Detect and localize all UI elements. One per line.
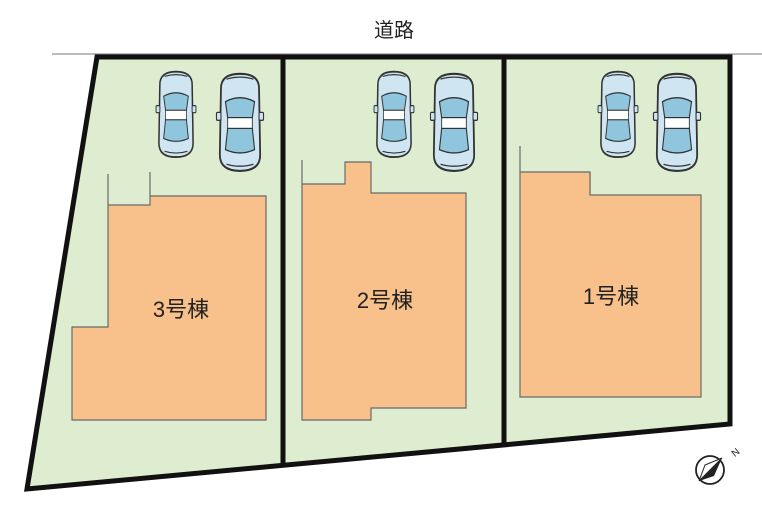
building-2 [301,161,467,421]
car-3-left [155,70,197,159]
site-boundary [24,54,733,492]
compass-north-label: N [730,447,743,460]
car-2-left [373,70,415,159]
car-2-right [429,72,479,172]
car-1-left [597,70,639,159]
building-label-3: 3号棟 [153,297,209,322]
building-label-2: 2号棟 [357,288,413,313]
building-3 [71,195,267,421]
car-1-right [652,72,702,172]
road-label: 道路 [374,19,414,42]
building-1 [519,171,702,398]
building-label-1: 1号棟 [583,284,639,309]
car-3-right [215,72,265,172]
compass: N [695,447,743,485]
